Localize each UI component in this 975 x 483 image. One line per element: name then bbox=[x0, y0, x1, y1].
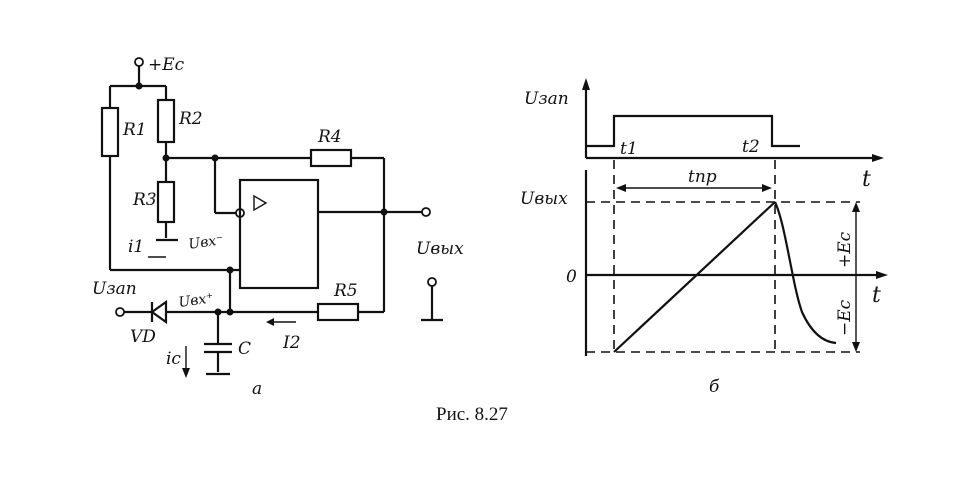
u-start-axis-label: Uзап bbox=[524, 89, 569, 109]
resistor-r4 bbox=[309, 148, 353, 168]
figure-caption: Рис. 8.27 bbox=[436, 404, 508, 425]
decay-curve bbox=[773, 201, 837, 345]
ic-label: ic bbox=[166, 349, 181, 369]
resistor-r1 bbox=[100, 106, 120, 158]
panel-a-label: а bbox=[252, 379, 262, 399]
op-amp bbox=[238, 178, 320, 290]
r3-label: R3 bbox=[132, 190, 157, 210]
circuit-diagram: +Eс R1 R2 R3 i1 Uвх⁻ R4 bbox=[92, 55, 464, 399]
i2-label: I2 bbox=[282, 333, 301, 353]
start-pulse bbox=[586, 114, 800, 148]
r2-label: R2 bbox=[178, 109, 203, 129]
t-axis-bottom-label: t bbox=[872, 283, 881, 308]
timing-diagram: Uзап t t1 t2 Uвых 0 t tпр +Eс bbox=[520, 78, 888, 397]
r4-label: R4 bbox=[317, 127, 342, 147]
resistor-r5 bbox=[316, 302, 360, 322]
u-out-axis-label: Uвых bbox=[520, 189, 568, 209]
r1-label: R1 bbox=[122, 120, 147, 140]
u-noninv-label: Uвх⁺ bbox=[178, 290, 215, 311]
op-amp-symbol-icon bbox=[253, 194, 268, 212]
r5-label: R5 bbox=[333, 281, 358, 301]
minus-e-label: −Eс bbox=[835, 299, 855, 336]
output-terminal bbox=[421, 207, 431, 217]
ramp-line bbox=[613, 201, 776, 353]
zero-label: 0 bbox=[566, 267, 577, 287]
panel-b-label: б bbox=[709, 377, 720, 397]
t-pr-label: tпр bbox=[688, 167, 717, 187]
diode-label: VD bbox=[130, 327, 156, 347]
resistor-r2 bbox=[156, 98, 176, 144]
supply-label: +Eс bbox=[148, 55, 185, 75]
u-out-label: Uвых bbox=[416, 239, 464, 259]
supply-terminal bbox=[134, 57, 144, 67]
u-inv-label: Uвх⁻ bbox=[188, 232, 225, 253]
resistor-r3 bbox=[156, 180, 176, 224]
i1-label: i1 bbox=[128, 237, 144, 257]
t-axis-top-label: t bbox=[862, 167, 871, 192]
diode-vd bbox=[150, 299, 168, 325]
t2-label: t2 bbox=[742, 137, 760, 157]
plus-e-label: +Eс bbox=[835, 231, 855, 268]
u-start-input-label: Uзап bbox=[92, 279, 137, 299]
t1-label: t1 bbox=[620, 139, 638, 159]
start-terminal bbox=[115, 307, 125, 317]
cap-label: C bbox=[238, 339, 251, 359]
